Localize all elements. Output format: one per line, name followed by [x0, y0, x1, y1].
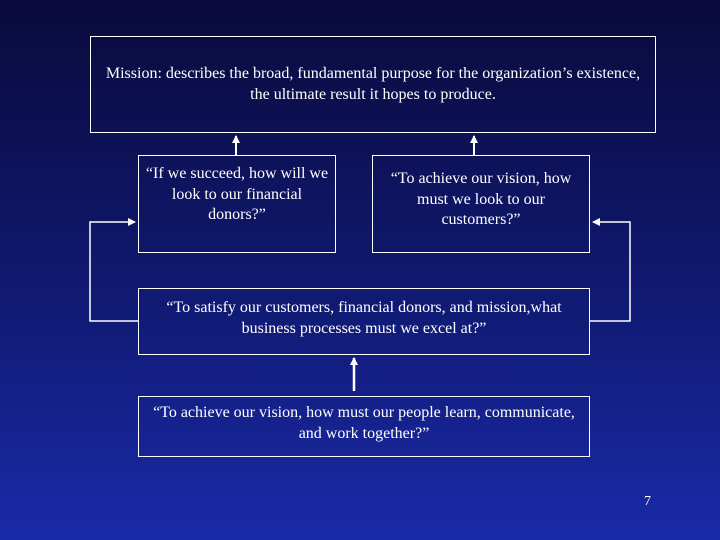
mission-box: Mission: describes the broad, fundamenta… [90, 36, 656, 133]
financial-donors-box: “If we succeed, how will we look to our … [138, 155, 336, 253]
customers-box: “To achieve our vision, how must we look… [372, 155, 590, 253]
business-processes-box: “To satisfy our customers, financial don… [138, 288, 590, 355]
mission-text: Mission: describes the broad, fundamenta… [105, 64, 641, 103]
page-number: 7 [644, 494, 651, 509]
arrow-process-to-donors [89, 218, 138, 322]
arrow-process-to-customers [590, 218, 631, 322]
learning-growth-text: “To achieve our vision, how must our peo… [153, 403, 575, 442]
financial-donors-text: “If we succeed, how will we look to our … [145, 164, 329, 224]
customers-text: “To achieve our vision, how must we look… [390, 169, 572, 229]
learning-growth-box: “To achieve our vision, how must our peo… [138, 396, 590, 457]
business-processes-text: “To satisfy our customers, financial don… [166, 298, 562, 337]
